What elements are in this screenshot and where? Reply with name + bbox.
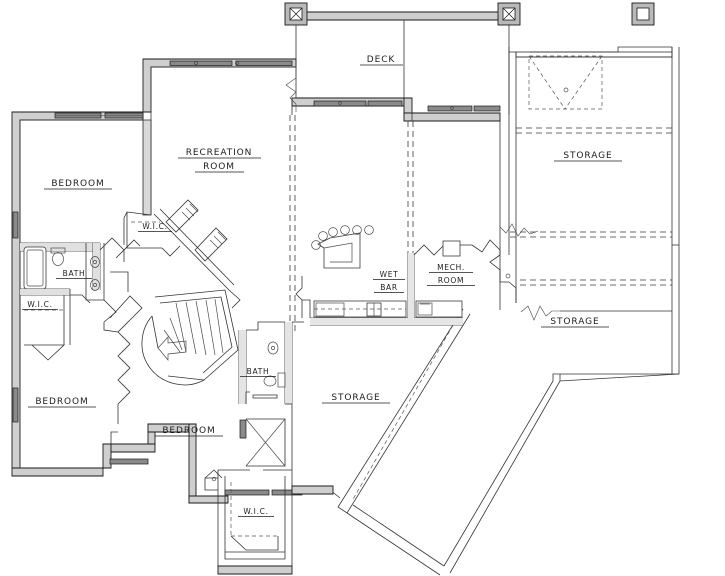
label-bedroom-lower-left: BEDROOM: [28, 397, 96, 408]
label-wic-recreation: W.I.C.: [138, 222, 172, 232]
label-wic-upper-left: W.I.C.: [22, 300, 58, 310]
label-wet-bar: WET BAR: [373, 270, 405, 293]
svg-text:RECREATION: RECREATION: [186, 148, 253, 158]
svg-text:DECK: DECK: [367, 55, 396, 65]
svg-text:BAR: BAR: [380, 283, 398, 292]
storage-lower-right-walls: [520, 245, 680, 382]
svg-text:MECH.: MECH.: [437, 263, 465, 272]
svg-text:STORAGE: STORAGE: [550, 317, 599, 327]
break-lines: [285, 67, 560, 321]
bath-doors-upper-left: [70, 237, 141, 323]
label-wic-lower: W.I.C.: [238, 507, 274, 517]
square-post-icon: [631, 2, 655, 26]
svg-text:BEDROOM: BEDROOM: [35, 397, 88, 407]
label-storage-center: STORAGE: [322, 393, 390, 404]
storage-right-walls: [508, 46, 680, 303]
label-bath-upper-left: BATH: [56, 269, 92, 279]
label-bedroom-upper-left: BEDROOM: [44, 179, 112, 190]
svg-text:W.I.C.: W.I.C.: [27, 300, 52, 309]
svg-text:BATH: BATH: [247, 367, 270, 376]
curved-staircase: [141, 289, 239, 386]
label-recreation-room: RECREATION ROOM: [178, 148, 261, 173]
bath-upper-left-fixtures: [20, 242, 105, 361]
x-post-icon: [497, 2, 521, 26]
svg-text:STORAGE: STORAGE: [563, 151, 612, 161]
wic-recreation-fixtures: [123, 199, 241, 309]
bedroom-lower-left-walls: [103, 295, 143, 444]
windows-deck: [313, 100, 501, 112]
svg-text:BEDROOM: BEDROOM: [162, 426, 215, 436]
exterior-walls: [11, 11, 510, 504]
label-storage-upper-right: STORAGE: [554, 151, 622, 162]
mech-room-fixtures: [415, 240, 463, 318]
svg-text:WET: WET: [380, 270, 399, 279]
svg-text:STORAGE: STORAGE: [331, 393, 380, 403]
wet-bar-fixtures: [311, 225, 407, 318]
center-rooms: [289, 115, 501, 331]
svg-text:BATH: BATH: [63, 269, 86, 278]
svg-text:ROOM: ROOM: [203, 162, 235, 172]
svg-text:ROOM: ROOM: [438, 276, 464, 285]
label-storage-mid-right: STORAGE: [541, 317, 609, 328]
label-mech-room: MECH. ROOM: [427, 263, 475, 286]
x-post-icon: [284, 2, 308, 26]
svg-text:BEDROOM: BEDROOM: [51, 179, 104, 189]
room-labels: BEDROOM RECREATION ROOM DECK STORAGE STO…: [22, 55, 622, 517]
lower-closet-fixtures: [239, 418, 286, 467]
misc-doors: [285, 254, 517, 499]
svg-text:W.I.C.: W.I.C.: [243, 507, 268, 516]
angled-storage-walls: [337, 308, 561, 576]
bath-lower-fixtures: [238, 321, 293, 404]
wic-lower-walls: [204, 469, 293, 575]
deck-posts: [284, 2, 655, 26]
label-bath-lower: BATH: [240, 367, 276, 377]
label-bedroom-lower-mid: BEDROOM: [155, 426, 223, 437]
windows-upper: [12, 60, 293, 423]
label-deck: DECK: [360, 55, 403, 66]
svg-text:W.I.C.: W.I.C.: [142, 222, 167, 231]
